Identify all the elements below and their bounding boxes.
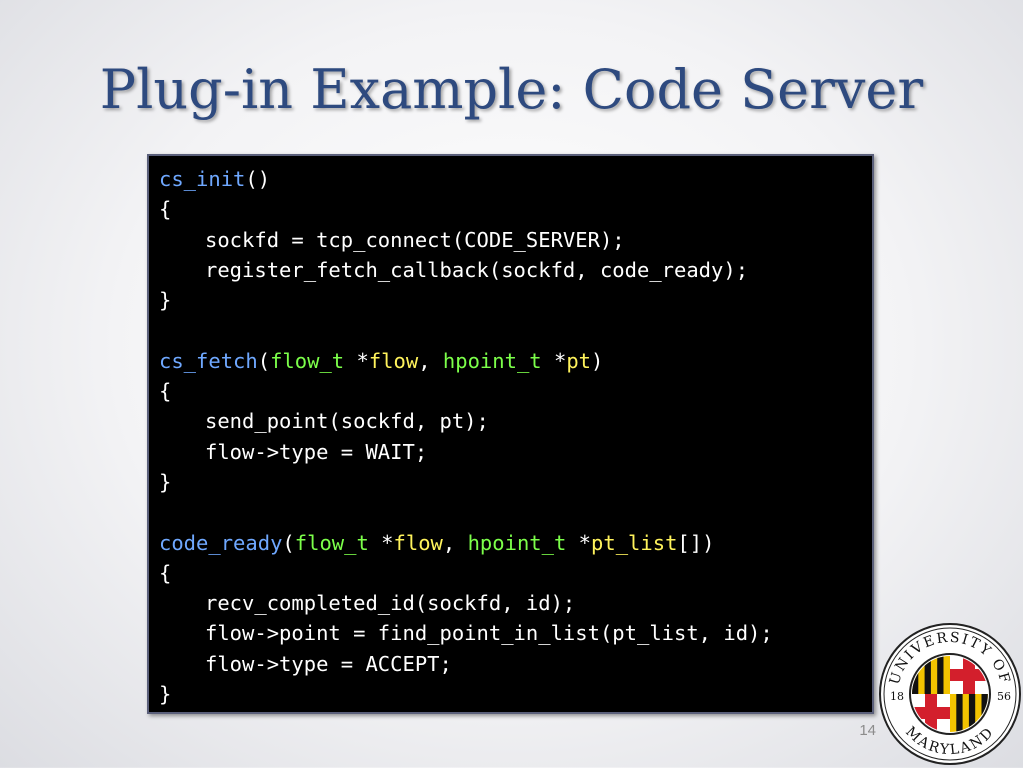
param-name: flow: [393, 530, 443, 555]
code-line: recv_completed_id(sockfd, id);: [159, 588, 872, 618]
code-text: flow->type = WAIT;: [205, 439, 428, 464]
code-text: ,: [442, 530, 468, 555]
code-text: *: [368, 530, 394, 555]
type-name: hpoint_t: [442, 348, 542, 373]
slide-title: Plug-in Example: Code Server: [99, 58, 924, 121]
code-line: code_ready(flow_t *flow, hpoint_t *pt_li…: [159, 528, 872, 558]
code-text: (: [257, 348, 271, 373]
blank-line: [159, 315, 872, 345]
code-line: register_fetch_callback(sockfd, code_rea…: [159, 255, 872, 285]
code-line: }: [159, 467, 872, 497]
code-line: {: [159, 194, 872, 224]
code-text: ): [591, 348, 604, 373]
seal-year-right: 56: [997, 690, 1011, 703]
code-line: }: [159, 679, 872, 709]
code-line: flow->point = find_point_in_list(pt_list…: [159, 618, 872, 648]
code-line: }: [159, 285, 872, 315]
code-text: recv_completed_id(sockfd, id);: [205, 591, 576, 616]
open-brace: {: [159, 379, 172, 404]
code-line: send_point(sockfd, pt);: [159, 406, 872, 436]
code-line: cs_init(): [159, 164, 872, 194]
type-name: flow_t: [294, 530, 369, 555]
param-name: pt_list: [591, 530, 678, 555]
code-text: []): [677, 530, 715, 555]
code-listing: cs_init(){sockfd = tcp_connect(CODE_SERV…: [159, 164, 872, 709]
code-text: flow->type = ACCEPT;: [205, 651, 452, 676]
function-name: code_ready: [159, 530, 283, 555]
param-name: pt: [566, 348, 592, 373]
code-text: (: [282, 530, 295, 555]
blank-line: [159, 497, 872, 527]
open-brace: {: [159, 560, 172, 585]
close-brace: }: [159, 469, 172, 494]
code-text: *: [541, 348, 567, 373]
type-name: flow_t: [270, 348, 345, 373]
seal-year-left: 18: [890, 690, 904, 703]
code-text: (): [245, 167, 271, 191]
close-brace: }: [159, 682, 172, 707]
code-text: send_point(sockfd, pt);: [205, 409, 489, 434]
code-line: flow->type = ACCEPT;: [159, 649, 872, 679]
code-text: *: [566, 530, 592, 555]
code-text: register_fetch_callback(sockfd, code_rea…: [205, 257, 749, 282]
code-line: sockfd = tcp_connect(CODE_SERVER);: [159, 225, 872, 255]
code-text: flow->point = find_point_in_list(pt_list…: [205, 621, 773, 646]
code-line: flow->type = WAIT;: [159, 437, 872, 467]
code-text: *: [344, 348, 369, 373]
page-number: 14: [859, 722, 876, 739]
open-brace: {: [159, 197, 172, 222]
code-block: cs_init(){sockfd = tcp_connect(CODE_SERV…: [147, 154, 874, 714]
code-line: {: [159, 558, 872, 588]
code-line: cs_fetch(flow_t *flow, hpoint_t *pt): [159, 346, 872, 376]
function-name: cs_fetch: [159, 348, 258, 373]
university-seal-logo: UNIVERSITY OF MARYLAND 18 56: [879, 623, 1021, 765]
code-text: sockfd = tcp_connect(CODE_SERVER);: [205, 227, 625, 252]
param-name: flow: [368, 348, 419, 373]
type-name: hpoint_t: [467, 530, 567, 555]
close-brace: }: [159, 288, 172, 313]
code-line: {: [159, 376, 872, 406]
code-text: ,: [418, 348, 443, 373]
function-name: cs_init: [159, 167, 246, 191]
